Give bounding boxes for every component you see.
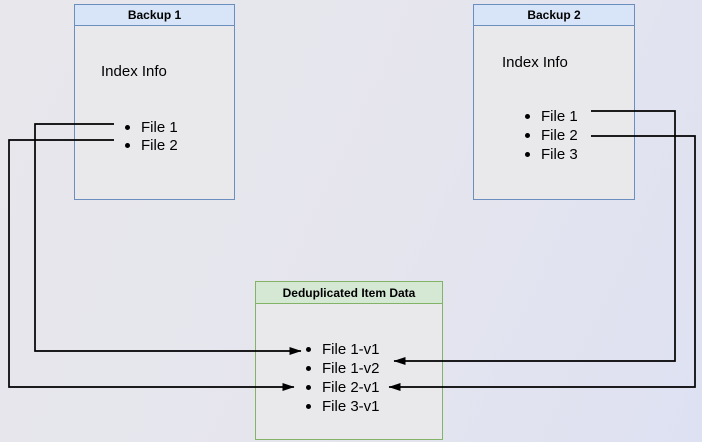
dedup-item-file1-v2-label: File 1-v2 — [322, 360, 380, 377]
backup1-file-list: File 1 File 2 — [125, 118, 178, 154]
bullet-icon — [306, 347, 311, 352]
bullet-icon — [306, 366, 311, 371]
bullet-icon — [306, 404, 311, 409]
dedup-item-row: File 2-v1 — [306, 378, 380, 397]
dedup-item-row: File 3-v1 — [306, 397, 380, 416]
dedup-item-file1-v1-label: File 1-v1 — [322, 341, 380, 358]
bullet-icon — [525, 114, 530, 119]
bullet-icon — [125, 124, 130, 130]
dedup-title: Deduplicated Item Data — [282, 285, 416, 300]
bullet-icon — [525, 152, 530, 157]
backup2-file-row: File 2 — [525, 126, 578, 145]
backup1-file-row: File 1 — [125, 118, 178, 136]
backup2-header: Backup 2 — [474, 5, 634, 26]
backup1-file-1-label: File 1 — [141, 118, 178, 136]
dedup-item-list: File 1-v1 File 1-v2 File 2-v1 File 3-v1 — [306, 340, 380, 416]
dedup-item-row: File 1-v2 — [306, 359, 380, 378]
dedup-box: Deduplicated Item Data File 1-v1 File 1-… — [255, 281, 443, 440]
dedup-item-file2-v1-label: File 2-v1 — [322, 379, 380, 396]
dedup-item-file3-v1-label: File 3-v1 — [322, 398, 380, 415]
backup2-file-list: File 1 File 2 File 3 — [525, 107, 578, 164]
backup1-file-2-label: File 2 — [141, 136, 178, 154]
backup1-subtitle: Index Info — [101, 63, 167, 80]
backup2-file-row: File 1 — [525, 107, 578, 126]
dedup-header: Deduplicated Item Data — [256, 282, 442, 304]
backup2-subtitle: Index Info — [502, 54, 568, 71]
backup2-file-2-label: File 2 — [541, 127, 578, 144]
backup2-file-3-label: File 3 — [541, 146, 578, 163]
dedup-item-row: File 1-v1 — [306, 340, 380, 359]
backup2-title: Backup 2 — [527, 8, 581, 22]
backup1-box: Backup 1 Index Info File 1 File 2 — [74, 4, 235, 200]
backup1-title: Backup 1 — [127, 8, 182, 22]
backup2-box: Backup 2 Index Info File 1 File 2 File 3 — [473, 4, 635, 200]
backup1-header: Backup 1 — [75, 5, 234, 26]
backup2-file-1-label: File 1 — [541, 108, 578, 125]
bullet-icon — [525, 133, 530, 138]
bullet-icon — [306, 385, 311, 390]
bullet-icon — [125, 142, 130, 148]
backup2-file-row: File 3 — [525, 145, 578, 164]
backup1-file-row: File 2 — [125, 136, 178, 154]
